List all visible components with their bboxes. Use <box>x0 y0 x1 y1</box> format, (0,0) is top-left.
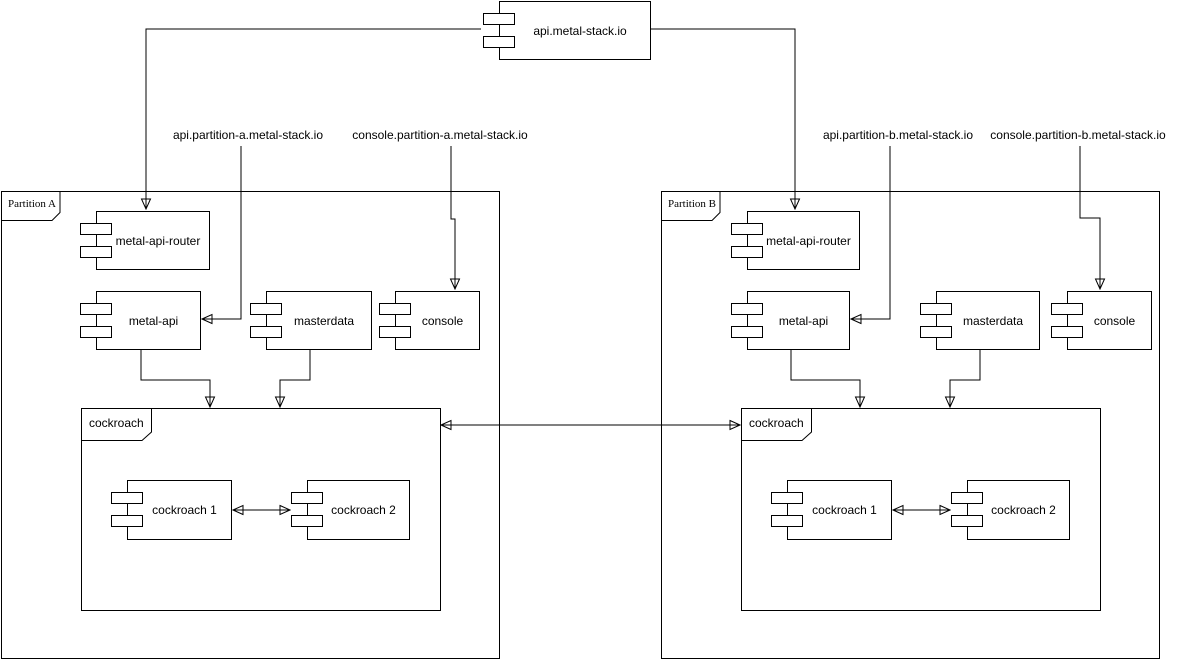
package-cockroach-b-tab: cockroach <box>741 408 813 441</box>
component-label: masterdata <box>293 313 355 328</box>
component-port-icon <box>483 13 515 25</box>
component-label: metal-api-router <box>115 233 201 248</box>
component-port-icon <box>1051 303 1083 315</box>
partition-b-tab-shape <box>661 191 721 221</box>
component-cockroach-1-b: cockroach 1 <box>771 480 892 540</box>
package-cockroach-a-frame <box>81 408 441 611</box>
component-console-a: console <box>379 291 480 350</box>
component-label: cockroach 1 <box>152 503 217 517</box>
component-port-icon <box>731 223 763 235</box>
component-port-icon <box>951 492 983 504</box>
partition-a-label: Partition A <box>8 198 56 210</box>
component-port-icon <box>771 515 803 527</box>
component-port-icon <box>291 515 323 527</box>
component-label: metal-api <box>128 313 179 328</box>
component-port-icon <box>291 492 323 504</box>
component-port-icon <box>771 492 803 504</box>
package-cockroach-a-tab-shape <box>81 408 152 441</box>
component-port-icon <box>379 303 411 315</box>
dns-label-api-partition-a: api.partition-a.metal-stack.io <box>172 128 324 142</box>
package-cockroach-a-label: cockroach <box>89 416 144 430</box>
component-label: api.metal-stack.io <box>533 23 627 38</box>
component-port-icon <box>80 246 112 258</box>
component-cockroach-2-a: cockroach 2 <box>291 480 410 540</box>
component-port-icon <box>111 515 143 527</box>
component-cockroach-1-a: cockroach 1 <box>111 480 232 540</box>
partition-a-tab: Partition A <box>1 191 61 221</box>
package-cockroach-b-frame <box>741 408 1101 611</box>
component-metal-api-b: metal-api <box>731 291 850 350</box>
component-port-icon <box>1051 326 1083 338</box>
component-port-icon <box>731 326 763 338</box>
package-cockroach-a-tab: cockroach <box>81 408 153 441</box>
package-cockroach-b-tab-shape <box>741 408 812 441</box>
component-label: console <box>421 313 464 328</box>
component-label: masterdata <box>962 313 1024 328</box>
component-port-icon <box>920 326 952 338</box>
component-port-icon <box>80 303 112 315</box>
partition-b-tab: Partition B <box>661 191 721 221</box>
component-metal-api-a: metal-api <box>80 291 201 350</box>
component-metal-api-router-b: metal-api-router <box>731 211 860 270</box>
dns-label-api-partition-b: api.partition-b.metal-stack.io <box>822 128 974 142</box>
component-label: cockroach 2 <box>991 503 1056 517</box>
component-cockroach-2-b: cockroach 2 <box>951 480 1070 540</box>
connector-root-to-router-a <box>146 28 481 209</box>
component-console-b: console <box>1051 291 1152 350</box>
component-api-metal-stack-io: api.metal-stack.io <box>483 1 651 60</box>
partition-b-label: Partition B <box>668 198 716 210</box>
connector-root-to-router-b <box>651 28 795 209</box>
component-label: cockroach 2 <box>331 503 396 517</box>
component-port-icon <box>250 303 282 315</box>
component-port-icon <box>250 326 282 338</box>
component-port-icon <box>951 515 983 527</box>
component-masterdata-a: masterdata <box>250 291 372 350</box>
component-port-icon <box>483 36 515 48</box>
component-port-icon <box>731 246 763 258</box>
dns-label-console-partition-a: console.partition-a.metal-stack.io <box>352 128 528 142</box>
component-port-icon <box>379 326 411 338</box>
partition-a-tab-shape <box>1 191 61 221</box>
component-label: metal-api <box>778 313 829 328</box>
component-port-icon <box>80 326 112 338</box>
component-label: cockroach 1 <box>812 503 877 517</box>
component-port-icon <box>731 303 763 315</box>
component-label: console <box>1093 313 1136 328</box>
component-masterdata-b: masterdata <box>920 291 1040 350</box>
component-label: metal-api-router <box>766 233 851 248</box>
package-cockroach-b-label: cockroach <box>749 416 804 430</box>
component-port-icon <box>920 303 952 315</box>
component-metal-api-router-a: metal-api-router <box>80 211 210 270</box>
component-port-icon <box>111 492 143 504</box>
dns-label-console-partition-b: console.partition-b.metal-stack.io <box>990 128 1166 142</box>
component-port-icon <box>80 223 112 235</box>
